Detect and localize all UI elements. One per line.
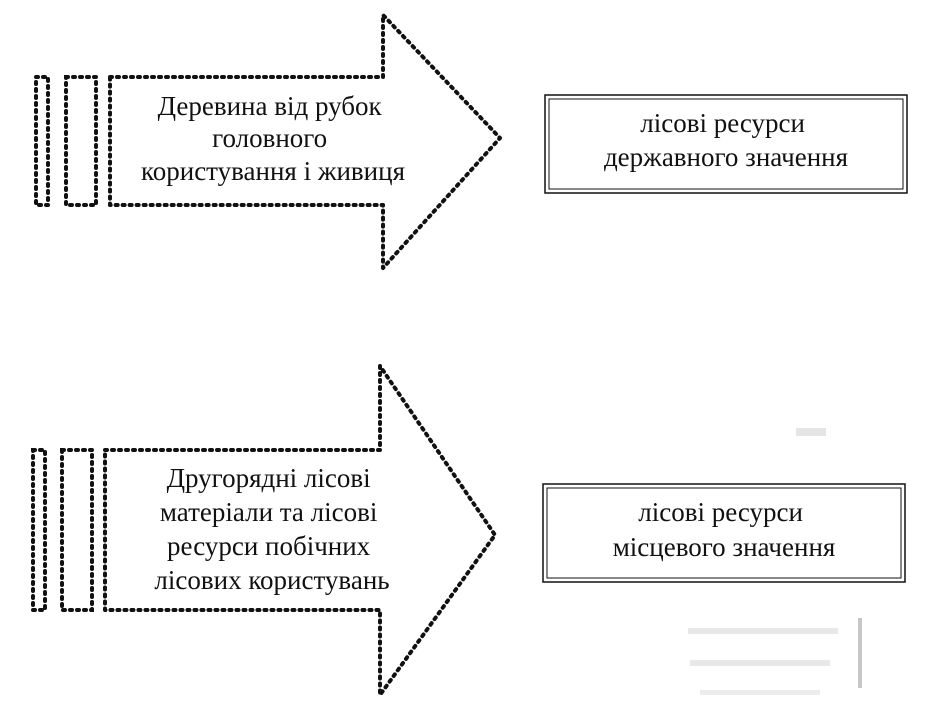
result-box-frame <box>542 483 906 583</box>
result-box-frame <box>544 94 908 194</box>
result-label-line: лісові ресурси <box>638 497 803 527</box>
source-label-line: користування і живиця <box>141 156 405 186</box>
source-label-line: ресурси побічних <box>167 531 371 561</box>
source-label-line: лісових користувань <box>154 565 389 595</box>
scan-bleed-through <box>688 428 862 695</box>
scan-smudge <box>796 428 826 436</box>
flow-local-resources: Другорядні лісові матеріали та лісові ре… <box>31 364 906 697</box>
flow-state-resources: Деревина від рубок головного користуванн… <box>34 13 908 270</box>
scan-smudge <box>858 618 862 688</box>
scan-smudge <box>700 690 820 695</box>
source-label: Деревина від рубок головного користуванн… <box>141 91 405 186</box>
scan-smudge <box>690 660 830 666</box>
result-label: лісові ресурси державного значення <box>604 108 848 172</box>
result-box-inner-frame <box>548 98 904 190</box>
arrow-tail-bar-outer <box>31 448 47 612</box>
result-box-inner-frame <box>546 487 902 579</box>
scan-smudge <box>688 628 838 634</box>
result-label-line: місцевого значення <box>613 532 836 562</box>
result-box-state-significance: лісові ресурси державного значення <box>544 94 908 194</box>
result-box-local-significance: лісові ресурси місцевого значення <box>542 483 906 583</box>
result-label: лісові ресурси місцевого значення <box>613 497 836 562</box>
arrow-tail-bar-inner <box>60 448 94 612</box>
source-arrow-timber-resin: Деревина від рубок головного користуванн… <box>34 13 502 270</box>
arrow-tail-bar-outer <box>34 75 50 207</box>
arrow-shape <box>108 13 502 270</box>
source-label-line: Другорядні лісові <box>167 463 371 493</box>
source-arrow-secondary-materials: Другорядні лісові матеріали та лісові ре… <box>31 364 497 697</box>
source-label-line: головного <box>212 123 327 153</box>
result-label-line: державного значення <box>604 142 848 172</box>
source-label: Другорядні лісові матеріали та лісові ре… <box>154 463 389 595</box>
result-label-line: лісові ресурси <box>640 108 805 138</box>
arrow-tail-bar-inner <box>64 75 98 207</box>
source-label-line: матеріали та лісові <box>160 497 377 527</box>
source-label-line: Деревина від рубок <box>158 91 383 121</box>
arrow-shape <box>103 364 497 697</box>
